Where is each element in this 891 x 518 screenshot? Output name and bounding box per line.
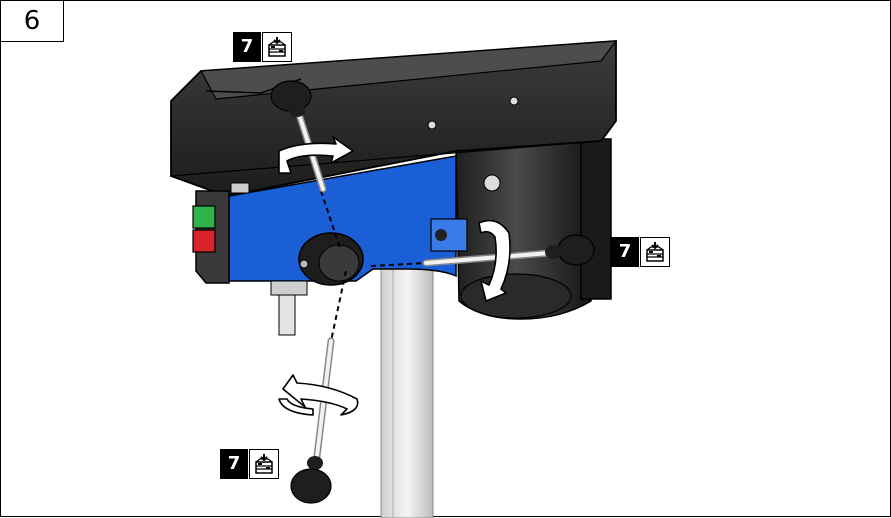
assembly-lines: [320, 190, 427, 342]
bottom-handle: [290, 337, 335, 504]
handle-bracket: [430, 218, 468, 252]
switch-panel: [192, 190, 230, 284]
rotation-arrow-bottom-icon: [278, 374, 359, 416]
column: [380, 262, 434, 518]
step-number: 7: [220, 449, 248, 479]
motor: [455, 138, 612, 320]
red-switch: [192, 229, 216, 253]
step-number: 7: [611, 237, 639, 267]
figure-number: 6: [1, 1, 64, 42]
rotation-arrow-top-icon: [278, 136, 354, 174]
step-callout-right: 7: [611, 237, 670, 267]
hub: [298, 232, 364, 286]
blue-front-plate: [228, 155, 457, 282]
step-callout-bottom: 7: [220, 449, 279, 479]
step-number: 7: [233, 32, 261, 62]
assembly-box-icon: [640, 237, 670, 267]
assembly-box-icon: [262, 32, 292, 62]
right-handle: [422, 234, 595, 267]
assembly-box-icon: [249, 449, 279, 479]
step-callout-top: 7: [233, 32, 292, 62]
green-switch: [192, 205, 216, 229]
spindle: [270, 280, 308, 336]
rotation-arrow-right-icon: [478, 219, 511, 302]
